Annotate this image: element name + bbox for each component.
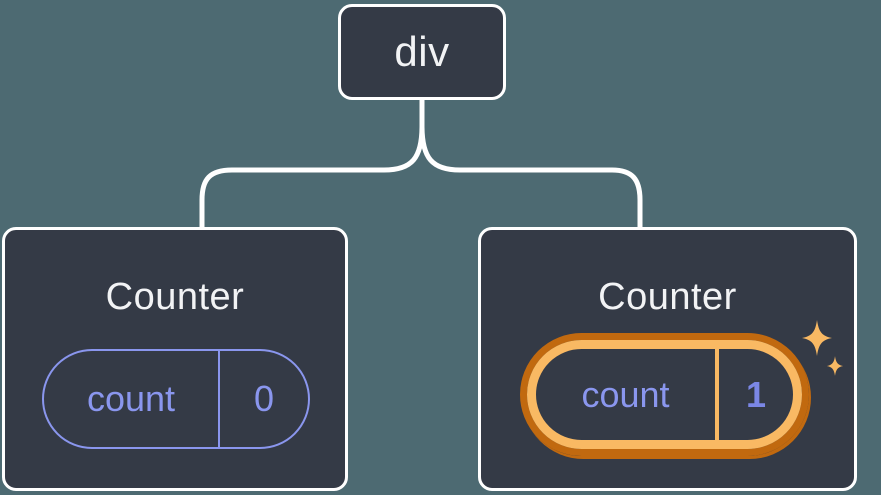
state-pill: count 0	[42, 349, 310, 449]
counter-title: Counter	[105, 276, 245, 318]
state-value: 1	[745, 373, 767, 415]
connector-branch-left	[199, 123, 425, 231]
counter-card-left: Counter count 0	[2, 227, 348, 491]
root-node-label: div	[394, 28, 450, 75]
counter-title: Counter	[598, 276, 737, 318]
pill-divider	[218, 351, 220, 447]
state-key-label: count	[581, 373, 670, 415]
counter-card-right: Counter count 1	[478, 227, 857, 491]
connector-branch-right	[419, 123, 643, 231]
root-node: div	[338, 4, 506, 100]
pill-divider	[715, 349, 719, 440]
state-value: 0	[253, 378, 275, 419]
state-key-label: count	[86, 378, 176, 419]
highlight-ring: count 1	[520, 333, 809, 456]
state-pill-highlighted: count 1	[527, 340, 802, 449]
